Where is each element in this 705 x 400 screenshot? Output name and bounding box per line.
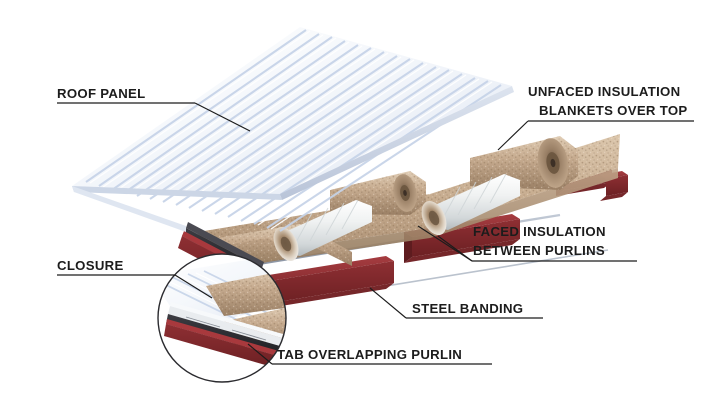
- unfaced-insulation-roll-right: [470, 136, 578, 190]
- deck-plane: [300, 252, 600, 332]
- label-roof-panel: ROOF PANEL: [57, 86, 145, 101]
- label-faced-insulation-line1: FACED INSULATION: [473, 224, 606, 239]
- roof-panel: [72, 27, 514, 232]
- label-steel-banding: STEEL BANDING: [412, 301, 523, 316]
- label-faced-insulation-line2: BETWEEN PURLINS: [473, 243, 605, 258]
- faced-insulation-roll-left: [273, 199, 372, 262]
- label-unfaced-insulation-line1: UNFACED INSULATION: [528, 84, 680, 99]
- leader-lines: [57, 102, 694, 365]
- detail-callout-circle: [157, 253, 287, 383]
- label-unfaced-insulation-line2: BLANKETS OVER TOP: [539, 103, 687, 118]
- label-tab-overlapping-purlin: TAB OVERLAPPING PURLIN: [277, 347, 462, 362]
- faced-insulation-roll-right: [421, 173, 520, 236]
- label-closure: CLOSURE: [57, 258, 124, 273]
